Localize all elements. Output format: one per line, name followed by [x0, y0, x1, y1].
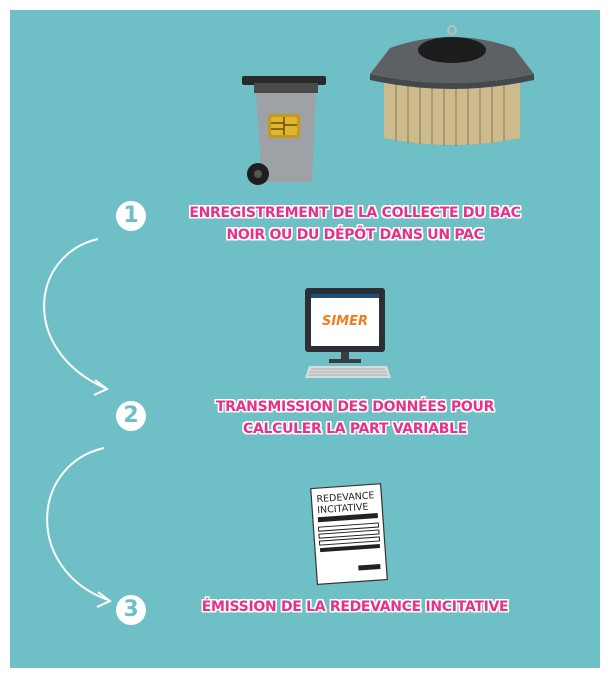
step-2-line-2: CALCULER LA PART VARIABLE: [242, 421, 468, 437]
invoice-document-icon: REDEVANCE INCITATIVE: [310, 483, 388, 586]
step-2-number: 2: [116, 401, 146, 431]
invoice-title-line-1: REDEVANCE: [316, 490, 375, 505]
step-1-line-2: NOIR OU DU DÉPÔT DANS UN PAC: [226, 227, 484, 243]
curved-arrow-1-icon: [43, 238, 109, 396]
step-3-number: 3: [116, 595, 146, 625]
step-1-line-1: ENREGISTREMENT DE LA COLLECTE DU BAC: [189, 205, 521, 221]
curved-arrow-2-icon: [46, 447, 112, 608]
wheelie-bin-icon: [242, 76, 326, 185]
step-2-line-1: TRANSMISSION DES DONNÉES POUR: [215, 399, 495, 415]
diagram-panel: 1 ENREGISTREMENT DE LA COLLECTE DU BAC N…: [10, 10, 600, 668]
screen-logo: SIMER: [322, 314, 368, 329]
collection-point-icon: [370, 25, 534, 146]
step-3-line-1: ÉMISSION DE LA REDEVANCE INCITATIVE: [201, 599, 509, 615]
step-2-label: TRANSMISSION DES DONNÉES POUR CALCULER L…: [150, 396, 560, 440]
invoice-title-line-2: INCITATIVE: [317, 502, 369, 517]
step-3-label: ÉMISSION DE LA REDEVANCE INCITATIVE: [150, 596, 560, 618]
computer-icon: SIMER: [305, 288, 391, 378]
step-1-number: 1: [116, 201, 146, 231]
step-1-label: ENREGISTREMENT DE LA COLLECTE DU BAC NOI…: [150, 202, 560, 246]
